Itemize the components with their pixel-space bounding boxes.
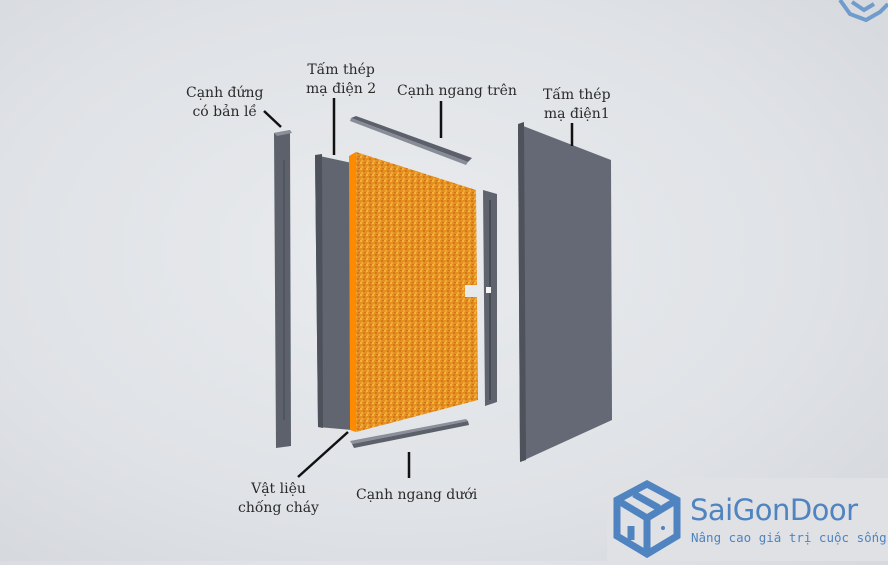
label-line: mạ điện1 <box>543 106 610 122</box>
bottom-rail <box>350 419 469 448</box>
label-line: Tấm thép <box>543 87 611 103</box>
corner-logo-icon <box>838 0 888 23</box>
top-rail <box>350 116 472 165</box>
label-hinge-edge: Cạnh đứng có bản lề <box>186 84 264 122</box>
brand-logo <box>607 478 888 561</box>
label-fire-core: Vật liệu chống cháy <box>238 480 319 518</box>
label-line: Vật liệu <box>251 481 306 497</box>
logo-cube-icon <box>613 480 681 559</box>
label-line: Cạnh đứng <box>186 85 264 101</box>
label-steel-sheet-1: Tấm thép mạ điện1 <box>543 86 611 124</box>
logo-tagline: Nâng cao giá trị cuộc sống <box>691 530 887 545</box>
label-steel-sheet-2: Tấm thép mạ điện 2 <box>306 61 376 99</box>
label-line: chống cháy <box>238 500 319 516</box>
steel-sheet-1 <box>518 122 612 462</box>
label-bottom-rail: Cạnh ngang dưới <box>356 487 478 503</box>
hinge-edge-bar <box>274 130 292 448</box>
leader-lines <box>263 98 574 478</box>
label-line: mạ điện 2 <box>306 81 377 97</box>
steel-sheet-2 <box>315 154 352 430</box>
logo-name: SaiGonDoor <box>690 493 858 527</box>
fire-resistant-core <box>349 152 478 432</box>
label-top-rail: Cạnh ngang trên <box>397 83 517 99</box>
label-line: có bản lề <box>192 104 258 120</box>
lock-edge-bar <box>483 190 497 406</box>
label-line: Tấm thép <box>307 62 375 78</box>
